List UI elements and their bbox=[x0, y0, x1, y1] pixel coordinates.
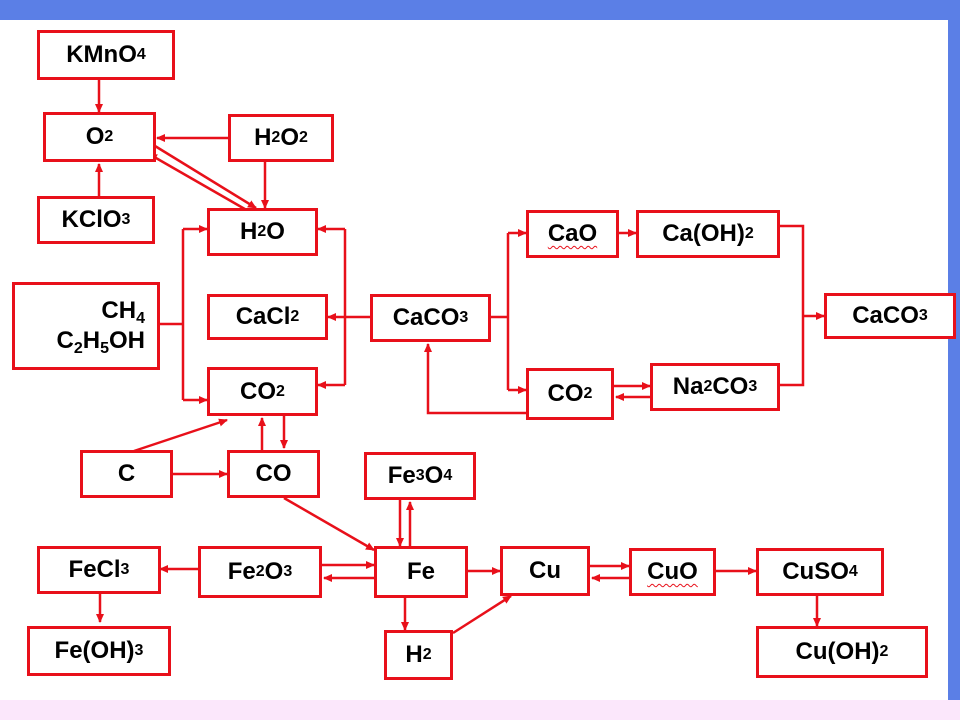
bracket-calcium-right bbox=[780, 224, 824, 387]
formula-text: CO bbox=[712, 373, 749, 400]
formula-text: CuO bbox=[647, 558, 698, 585]
formula-text: Cu(OH) bbox=[795, 638, 880, 665]
formula-text: O bbox=[85, 123, 105, 150]
formula-text: H bbox=[254, 124, 272, 151]
formula-text: CO bbox=[240, 377, 277, 405]
arrow-h2o-o2 bbox=[148, 152, 251, 214]
formula-text: Fe(OH) bbox=[54, 637, 135, 664]
arrow-c-co2 bbox=[133, 418, 228, 453]
node-cu: Cu bbox=[500, 546, 590, 596]
formula-text: CaO bbox=[547, 220, 598, 247]
bracket-caco3-right bbox=[491, 233, 510, 390]
node-c: C bbox=[80, 450, 173, 498]
bottom-accent-bar bbox=[0, 700, 960, 720]
formula-text: H bbox=[240, 218, 258, 245]
formula-text: O bbox=[266, 218, 285, 245]
formula-text: CO bbox=[255, 460, 292, 487]
formula-line: C2H5OH bbox=[56, 327, 146, 357]
formula-text: CaCl bbox=[235, 303, 291, 330]
formula-text: O bbox=[280, 124, 299, 151]
arrow-co-fe bbox=[283, 496, 375, 552]
node-caoh2: Ca(OH)2 bbox=[636, 210, 780, 258]
node-co: CO bbox=[227, 450, 320, 498]
formula-text: CuSO bbox=[782, 558, 849, 585]
node-feoh3: Fe(OH)3 bbox=[27, 626, 171, 676]
formula-text: H bbox=[405, 641, 423, 668]
formula-text: Fe bbox=[406, 558, 435, 585]
formula-subscript: 2 bbox=[73, 340, 83, 357]
formula-text: KMnO bbox=[66, 41, 137, 68]
right-accent-bar bbox=[948, 20, 960, 700]
bracket-fuels bbox=[160, 229, 185, 400]
arrow-co2r-caco3 bbox=[424, 343, 526, 415]
formula-text: Cu bbox=[529, 557, 561, 584]
formula-text: OH bbox=[109, 327, 145, 354]
formula-text: Ca(OH) bbox=[662, 220, 745, 247]
formula-text: C bbox=[56, 327, 74, 354]
formula-subscript: 4 bbox=[136, 310, 145, 327]
formula-text: CO bbox=[547, 380, 584, 407]
formula-text: H bbox=[82, 327, 101, 354]
formula-text: CaCO bbox=[392, 304, 460, 331]
formula-text: Fe bbox=[227, 558, 256, 585]
formula-text: O bbox=[264, 558, 284, 585]
formula-subscript: 5 bbox=[100, 340, 109, 357]
node-cao: CaO bbox=[526, 210, 619, 258]
formula-text: C bbox=[117, 460, 136, 487]
arrow-h2-cu bbox=[452, 594, 512, 635]
node-fe: Fe bbox=[374, 546, 468, 598]
formula-text: KClO bbox=[61, 206, 122, 233]
formula-text: O bbox=[424, 462, 444, 489]
node-cuoh2: Cu(OH)2 bbox=[756, 626, 928, 678]
formula-line: CH4 bbox=[101, 297, 145, 327]
formula-text: CaCO bbox=[852, 302, 919, 329]
arrow-o2-h2o bbox=[154, 144, 257, 210]
formula-text: Fe bbox=[387, 462, 416, 489]
formula-text: FeCl bbox=[68, 556, 121, 583]
top-accent-bar bbox=[0, 0, 960, 20]
node-cuo: CuO bbox=[629, 548, 716, 596]
formula-text: Na bbox=[672, 373, 704, 400]
formula-text: CH bbox=[101, 297, 137, 324]
